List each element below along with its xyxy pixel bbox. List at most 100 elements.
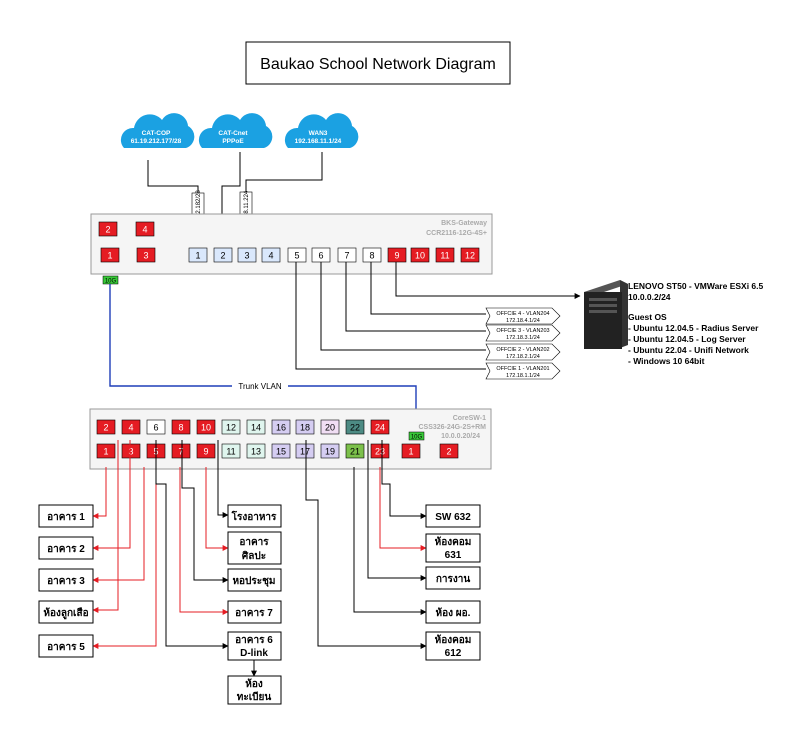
cloud-wan3: WAN3 192.168.11.1/24: [284, 113, 359, 148]
gw-port-2: 2: [98, 221, 118, 237]
svg-text:1: 1: [408, 447, 413, 457]
core-port-t0: 2: [96, 419, 116, 435]
gw-port-b9: 8: [362, 247, 382, 263]
svg-text:การงาน: การงาน: [436, 574, 471, 585]
dest-building-2: [38, 536, 94, 560]
svg-text:3: 3: [143, 251, 148, 261]
svg-text:8: 8: [369, 251, 374, 261]
core-port-b11: 23: [370, 443, 390, 459]
core-port-t12: 1: [401, 443, 421, 459]
dest-building-6: [227, 631, 282, 661]
core-port-t4: 10: [196, 419, 216, 435]
core-port-b1: 3: [121, 443, 141, 459]
svg-text:612: 612: [445, 648, 462, 659]
gw-port-b4: 3: [237, 247, 257, 263]
dest-sw-632: [425, 504, 481, 528]
gw-port-b12: 11: [435, 247, 455, 263]
svg-text:อาคาร: อาคาร: [239, 537, 269, 548]
cloud-icon: [198, 113, 273, 148]
svg-text:24: 24: [375, 423, 385, 433]
core-port-b6: 13: [246, 443, 266, 459]
dest-registration: [227, 675, 282, 705]
core-port-t7: 16: [271, 419, 291, 435]
dest-scout-room: [38, 600, 94, 624]
svg-text:10.0.0.2/24: 10.0.0.2/24: [628, 292, 671, 302]
svg-text:ห้อง: ห้อง: [245, 678, 263, 690]
svg-text:14: 14: [251, 423, 261, 433]
core-port-t1: 4: [121, 419, 141, 435]
dest-art-building: [227, 531, 282, 565]
svg-text:1: 1: [103, 447, 108, 457]
svg-text:อาคาร 6: อาคาร 6: [235, 635, 273, 646]
svg-text:4: 4: [268, 251, 273, 261]
svg-text:1: 1: [107, 251, 112, 261]
svg-text:2: 2: [105, 225, 110, 235]
gw-port-b2: 1: [188, 247, 208, 263]
svg-text:9: 9: [203, 447, 208, 457]
svg-text:4: 4: [128, 423, 133, 433]
svg-text:23: 23: [375, 447, 385, 457]
svg-text:OFFCIE 2 - VLAN202: OFFCIE 2 - VLAN202: [496, 347, 549, 353]
svg-text:631: 631: [445, 550, 462, 561]
core-port-t9: 20: [320, 419, 340, 435]
gw-port-b3: 2: [213, 247, 233, 263]
svg-text:172.18.2.1/24: 172.18.2.1/24: [506, 354, 540, 360]
core-port-t5: 12: [221, 419, 241, 435]
gateway-router: [90, 213, 493, 275]
svg-text:21: 21: [350, 447, 360, 457]
svg-text:4: 4: [142, 225, 147, 235]
core-port-t8: 18: [295, 419, 315, 435]
svg-text:20: 20: [325, 423, 335, 433]
svg-text:61.19.212.177/28: 61.19.212.177/28: [131, 138, 182, 145]
core-port-b4: 9: [196, 443, 216, 459]
dest-building-7: [227, 600, 282, 624]
core-port-t6: 14: [246, 419, 266, 435]
svg-text:- Ubuntu 12.04.5 - Radius Serv: - Ubuntu 12.04.5 - Radius Server: [628, 323, 759, 333]
svg-text:2: 2: [446, 447, 451, 457]
vlan-links: [295, 262, 581, 370]
svg-text:2: 2: [220, 251, 225, 261]
svg-text:172.18.4.1/24: 172.18.4.1/24: [506, 318, 540, 324]
svg-text:ห้อง ผอ.: ห้อง ผอ.: [436, 607, 471, 619]
svg-text:อาคาร 3: อาคาร 3: [47, 576, 85, 587]
svg-text:5: 5: [294, 251, 299, 261]
svg-text:OFFCIE 3 - VLAN203: OFFCIE 3 - VLAN203: [496, 328, 549, 334]
core-port-t2: 6: [146, 419, 166, 435]
svg-text:D-link: D-link: [240, 648, 268, 659]
cloud-icon: [120, 113, 195, 148]
core-port-t13: 2: [439, 443, 459, 459]
svg-text:1: 1: [195, 251, 200, 261]
svg-text:10: 10: [201, 423, 211, 433]
gw-port-4: 4: [135, 221, 155, 237]
dest-building-5: [38, 634, 94, 658]
gw-port-b0: 1: [100, 247, 120, 263]
svg-text:9: 9: [394, 251, 399, 261]
gateway-name: BKS-Gateway: [441, 220, 487, 227]
svg-text:10G: 10G: [411, 435, 423, 441]
gw-port-b7: 6: [311, 247, 331, 263]
core-port-b9: 19: [320, 443, 340, 459]
svg-text:OFFCIE 4 - VLAN204: OFFCIE 4 - VLAN204: [496, 311, 549, 317]
svg-text:61.19.212.182/28: 61.19.212.182/28: [196, 190, 202, 237]
svg-text:3: 3: [128, 447, 133, 457]
svg-text:OFFCIE 1 - VLAN201: OFFCIE 1 - VLAN201: [496, 366, 549, 372]
core-switch: [89, 408, 492, 470]
core-port-b5: 11: [221, 443, 241, 459]
gw-port-b11: 10: [410, 247, 430, 263]
svg-text:อาคาร 5: อาคาร 5: [47, 642, 85, 653]
dest-computer-631: [425, 533, 481, 563]
core-port-t10: 22: [345, 419, 365, 435]
core-port-b3: 7: [171, 443, 191, 459]
svg-text:17: 17: [300, 447, 310, 457]
svg-text:- Ubuntu 22.04 - Unifi Network: - Ubuntu 22.04 - Unifi Network: [628, 345, 749, 355]
svg-text:12: 12: [465, 251, 475, 261]
svg-text:โรงอาหาร: โรงอาหาร: [231, 510, 277, 523]
svg-text:8: 8: [178, 423, 183, 433]
svg-text:ห้องคอม: ห้องคอม: [435, 634, 472, 646]
dest-building-1: [38, 504, 94, 528]
core-name: CoreSW-1: [453, 415, 486, 422]
